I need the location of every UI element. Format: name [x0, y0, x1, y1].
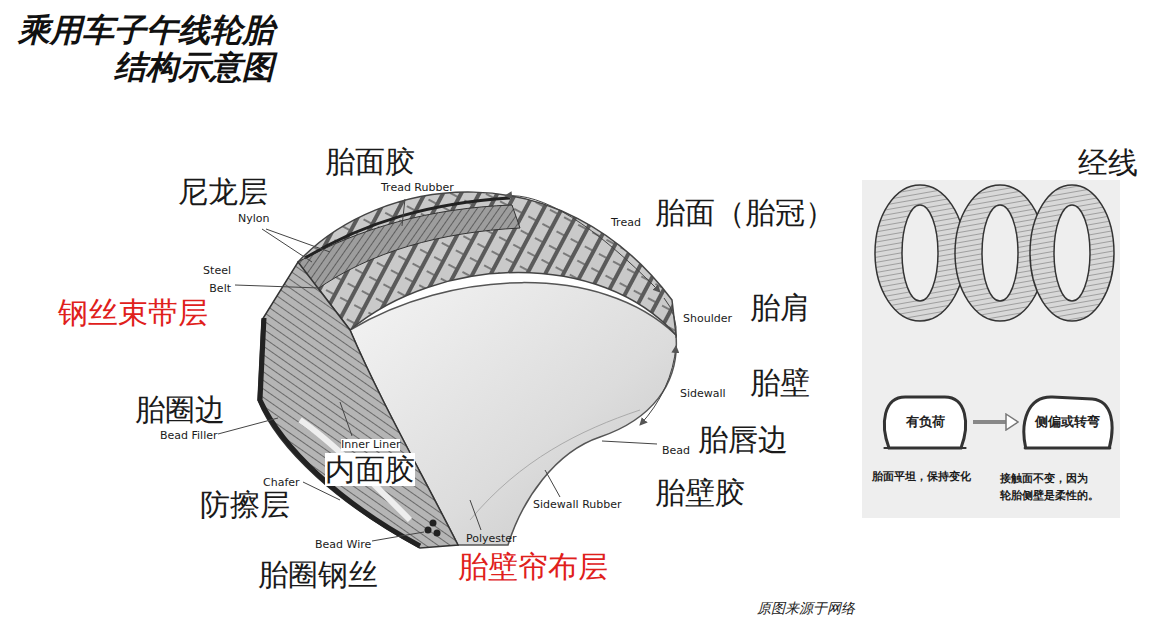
nylon-layer: [305, 198, 510, 258]
tire-section-box: 侧偏或转弯: [1020, 392, 1115, 452]
part-name: 胎唇边: [698, 423, 788, 456]
node-label: 侧偏或转弯: [1035, 413, 1100, 431]
part-name: 胎面（胎冠）: [655, 196, 835, 229]
sidewall-rim-line: [470, 410, 640, 520]
part-name: 胎肩: [750, 291, 810, 324]
tire-section-box: 有负荷: [880, 392, 970, 452]
part-name-en: Bead: [662, 445, 690, 457]
part-name: 经线: [1078, 146, 1138, 179]
part-name-en: Sidewall: [680, 388, 726, 400]
part-name-en: Tread Rubber: [381, 182, 454, 194]
bead-wire: [430, 520, 437, 527]
note-text: 胎面平坦，保持变化: [872, 471, 971, 483]
bead-wire: [425, 527, 432, 534]
part-name-en: Polyester: [466, 533, 517, 545]
part-name: 尼龙层: [178, 175, 268, 208]
flow-arrow: [973, 420, 1017, 424]
bead-wire: [434, 530, 441, 537]
node-label: 有负荷: [906, 413, 945, 431]
part-name-en: Bead Wire: [315, 539, 371, 551]
part-name: 内面胶: [325, 453, 415, 486]
part-name: 胎壁帘布层: [458, 550, 608, 583]
steel-belt: [298, 205, 520, 290]
part-name-en: Bead Filler: [160, 430, 218, 442]
part-name-en: Sidewall Rubber: [533, 499, 622, 511]
part-name-en: Shoulder: [683, 313, 732, 325]
part-name: 防擦层: [200, 488, 290, 521]
tread-band: [298, 192, 676, 335]
part-name-en: Inner Liner: [341, 439, 400, 451]
tire-rings: [875, 185, 1114, 321]
part-name: 胎壁: [750, 366, 810, 399]
photo-panel: [862, 180, 1120, 518]
part-name: 钢丝束带层: [58, 296, 208, 329]
part-name: 胎面胶: [325, 145, 415, 178]
part-name-en: Tread: [611, 217, 641, 229]
part-name: 胎壁胶: [655, 476, 745, 509]
part-name: 胎圈边: [135, 393, 225, 426]
part-name-en: Nylon: [238, 213, 270, 225]
note-text: 接触面不变，因为 轮胎侧壁是柔性的。: [1000, 471, 1118, 504]
source-note: 原图来源于网络: [757, 601, 855, 616]
page-title: 乘用车子午线轮胎 结构示意图: [12, 12, 274, 86]
part-name: 胎圈钢丝: [258, 558, 378, 591]
part-name-en: Steel Belt: [185, 262, 231, 297]
